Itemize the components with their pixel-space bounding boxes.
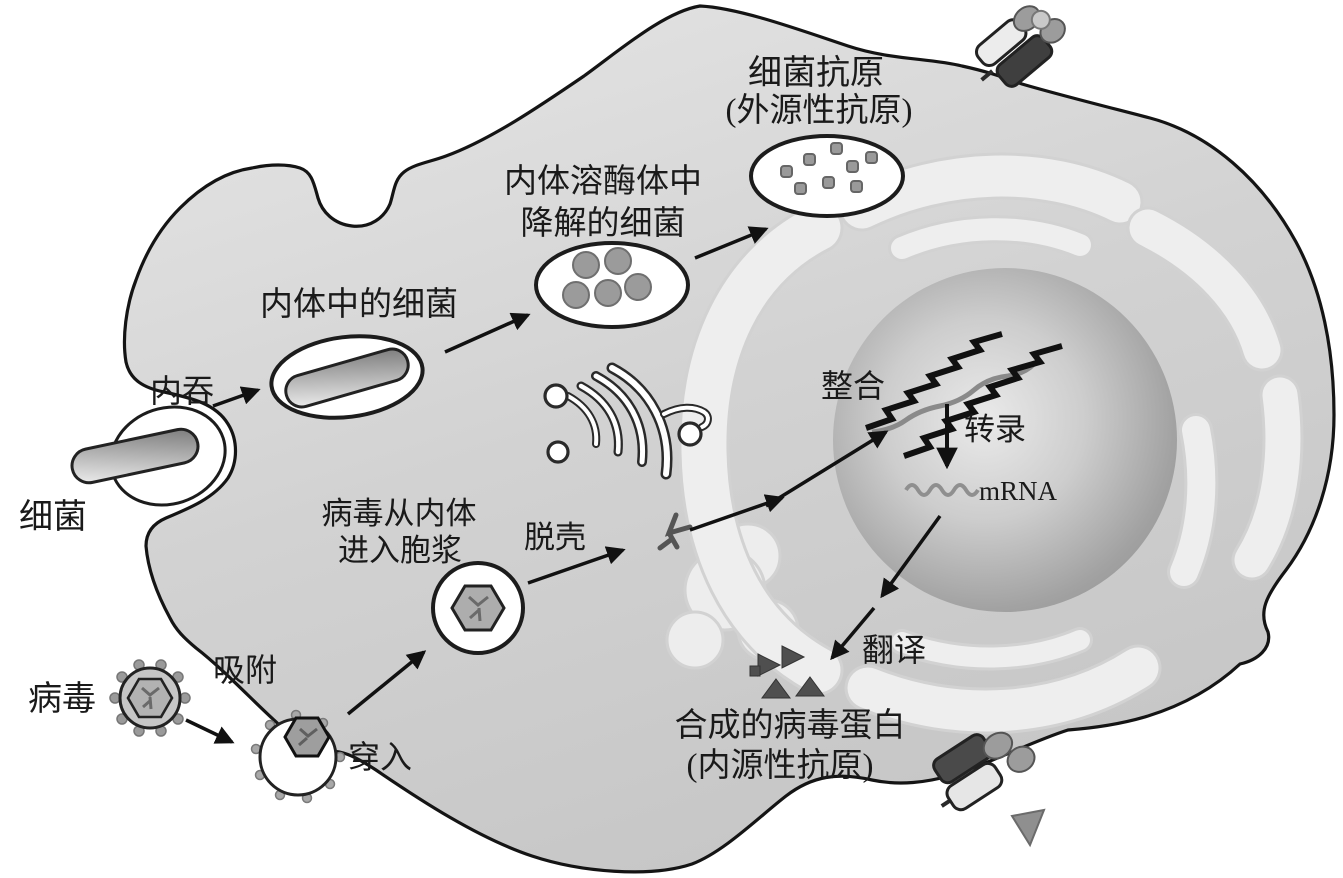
presented-peptide-triangle <box>1010 808 1046 848</box>
viral-protein-label-line1: 合成的病毒蛋白 <box>675 707 906 744</box>
uncoated-genome <box>657 512 693 551</box>
process-arrows <box>185 226 958 744</box>
er-arcs <box>678 152 1304 735</box>
endoplasmic-reticulum <box>665 152 1304 735</box>
protein-fragment <box>749 665 761 677</box>
to-nucleus-arrow-2 <box>765 430 889 508</box>
translation-label: 翻译 <box>862 632 926 668</box>
golgi-apparatus <box>543 362 712 480</box>
endosome-with-bacterium <box>269 334 425 420</box>
integration-label: 整合 <box>821 368 885 404</box>
virus-escape-label-line1: 病毒从内体 <box>322 496 477 531</box>
translation-arrow-1 <box>880 514 942 599</box>
virus-escape-label-line2: 进入胞浆 <box>338 533 462 568</box>
free-virus <box>109 659 191 737</box>
viral-protein-label-line2: (内源性抗原) <box>687 747 874 784</box>
endosome-bacterium-label: 内体中的细菌 <box>260 286 458 323</box>
bacterial-antigen-label-line2: (外源性抗原) <box>726 92 913 129</box>
translation-arrow-2 <box>830 606 876 661</box>
protein-triangle <box>761 678 791 699</box>
uncoating-arrow <box>527 546 626 585</box>
bacterium-rod <box>70 427 200 485</box>
integrated-dna <box>865 331 1063 459</box>
endolysosome-degraded-bacteria <box>534 241 690 329</box>
mhc-complex-top-right <box>974 5 1066 88</box>
endocytosis-arrow <box>212 386 261 408</box>
adsorption-label: 吸附 <box>213 652 277 688</box>
endocytosis-pocket <box>70 405 227 507</box>
protein-triangle <box>795 676 825 697</box>
mrna-label: mRNA <box>979 476 1058 506</box>
protein-triangle <box>781 645 806 669</box>
degraded-bacteria-label-line1: 内体溶酶体中 <box>504 163 702 200</box>
mrna-strand <box>904 483 980 497</box>
bacterial-antigen-vesicle <box>749 134 905 218</box>
nucleus <box>833 268 1177 612</box>
to-nucleus-arrow-1 <box>689 494 785 532</box>
degraded-bacteria-label-line2: 降解的细菌 <box>521 205 686 242</box>
uncoating-label: 脱壳 <box>524 520 586 555</box>
protein-triangle <box>757 653 782 677</box>
penetrating-virus <box>250 709 346 804</box>
adsorption-arrow <box>185 718 235 744</box>
penetration-label: 穿入 <box>348 739 412 775</box>
lysosome-to-antigen-arrow <box>694 226 769 260</box>
virus-endosome-vesicle <box>431 561 525 655</box>
bacterial-antigen-label-line1: 细菌抗原 <box>748 54 884 92</box>
penetration-arrow <box>346 650 427 716</box>
bacterium-label: 细菌 <box>19 498 87 536</box>
viral-proteins <box>749 645 825 699</box>
endosome-to-lysosome-arrow <box>444 312 531 354</box>
mhc-complex-bottom-right <box>932 731 1046 848</box>
transcription-label: 转录 <box>964 412 1026 447</box>
virus-label: 病毒 <box>28 680 96 718</box>
endocytosis-label: 内吞 <box>150 373 214 409</box>
